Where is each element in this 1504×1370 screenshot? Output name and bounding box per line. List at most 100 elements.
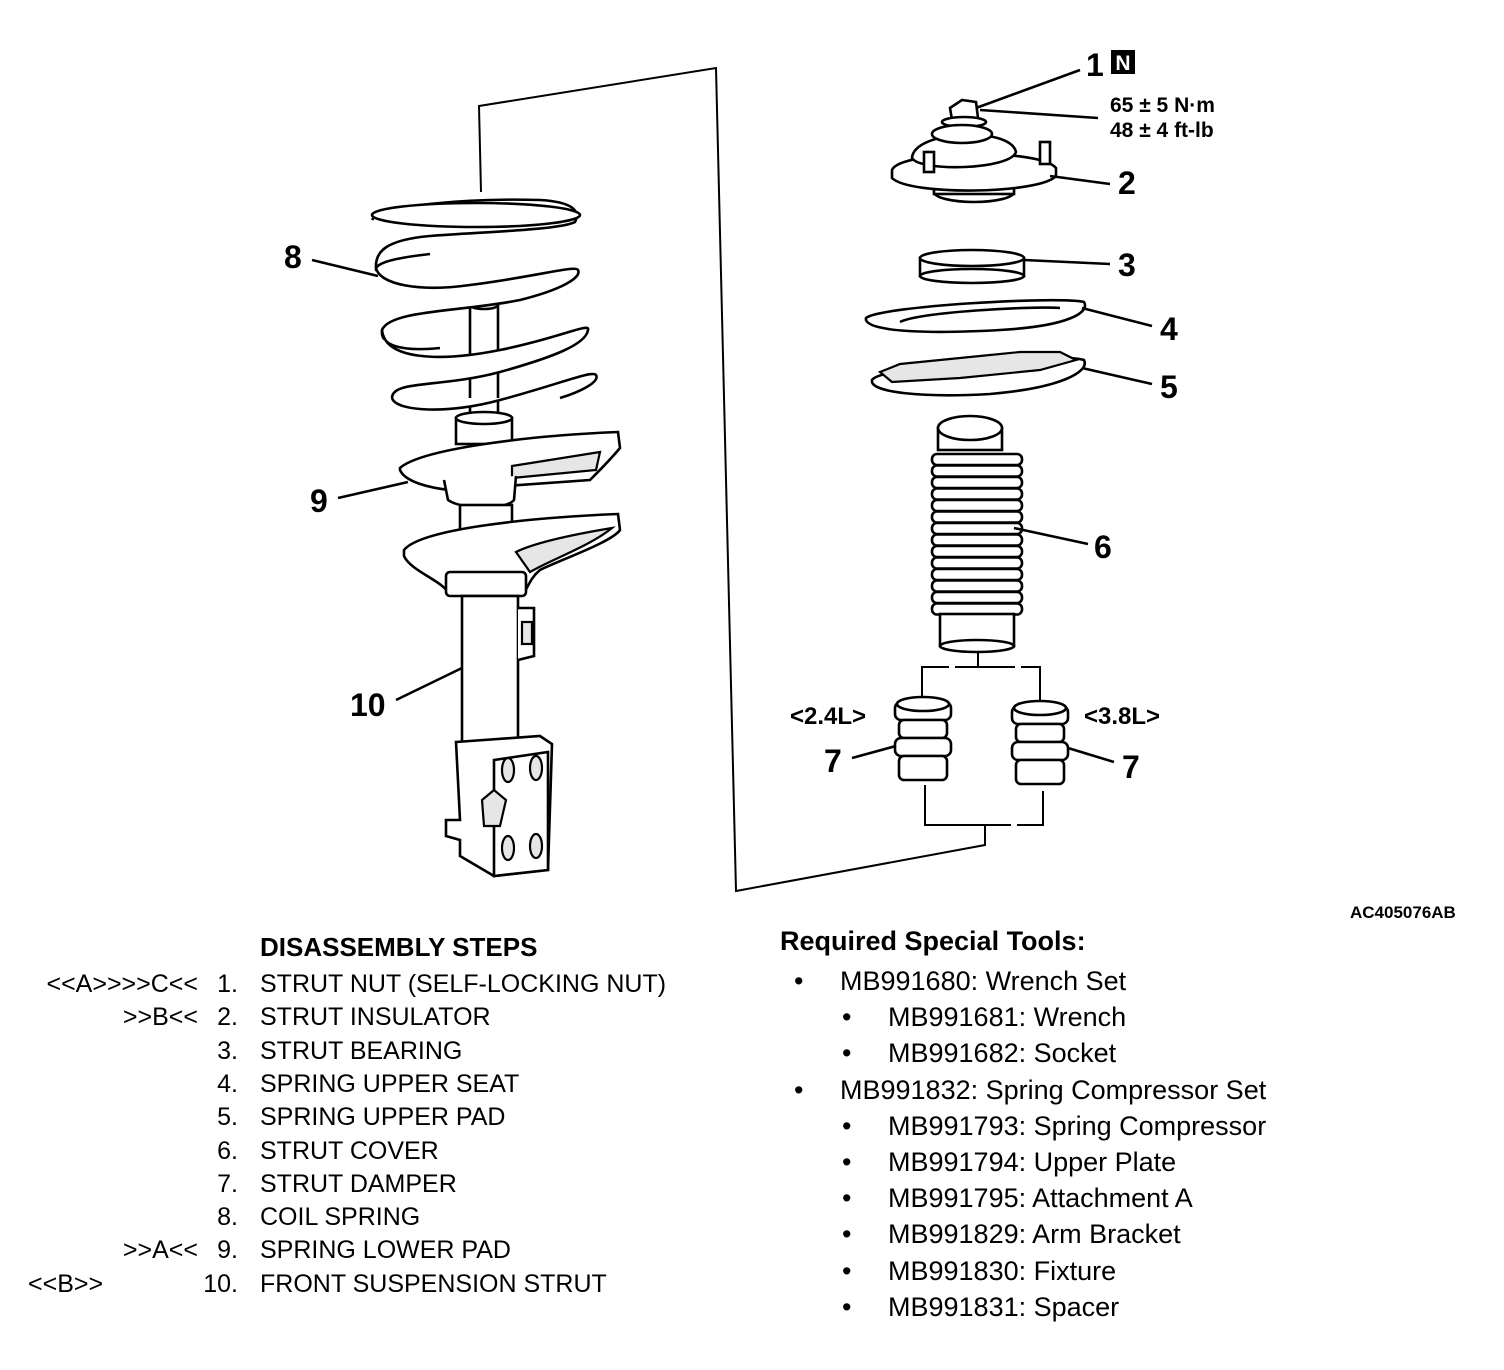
variant-label-3-8l: <3.8L> [1084, 703, 1160, 730]
special-tool-label: MB991832: Spring Compressor Set [840, 1074, 1267, 1105]
step-label: SPRING UPPER SEAT [260, 1069, 520, 1098]
step-number: 10. [203, 1269, 238, 1298]
new-part-badge-letter: N [1115, 52, 1130, 75]
bullet-icon: • [842, 1219, 852, 1250]
special-tool-item: •MB991832: Spring Compressor Set [794, 1075, 1266, 1106]
special-tool-label: MB991831: Spacer [888, 1291, 1120, 1322]
coil-spring [370, 198, 598, 411]
special-tool-item: • MB991795: Attachment A [842, 1183, 1193, 1214]
callout-2: 2 [1118, 165, 1136, 201]
step-label: SPRING UPPER PAD [260, 1103, 506, 1132]
step-label: SPRING LOWER PAD [260, 1236, 511, 1265]
disassembly-steps-title: DISASSEMBLY STEPS [260, 932, 538, 962]
special-tool-item: • MB991830: Fixture [842, 1256, 1116, 1287]
special-tool-item: • MB991831: Spacer [842, 1292, 1119, 1323]
spring-lower-seat [402, 512, 622, 598]
special-tool-label: MB991795: Attachment A [888, 1183, 1193, 1214]
step-service-marker: <<A>>>>C<< [46, 970, 198, 998]
damper-variant-bracket-top [921, 666, 1041, 700]
disassembly-step-row: 6. STRUT COVER [0, 1137, 760, 1170]
special-tool-label: MB991681: Wrench [888, 1002, 1127, 1033]
disassembly-step-row: <<A>>>>C<< 1. STRUT NUT (SELF-LOCKING NUT) [0, 970, 760, 1003]
callout-7-left: 7 [824, 743, 842, 779]
callout-9: 9 [310, 483, 328, 519]
disassembly-step-row: >>B<< 2. STRUT INSULATOR [0, 1003, 760, 1036]
callout-1: 1 [1086, 47, 1104, 83]
bullet-icon: • [794, 966, 804, 996]
spring-upper-seat [864, 298, 1087, 334]
exploded-strut-diagram: 1 N 65 ± 5 N·m 48 ± 4 ft-lb 2 3 4 5 6 7 … [284, 47, 1456, 920]
step-service-marker: >>A<< [122, 1236, 198, 1265]
step-service-marker: <<B>> [28, 1269, 104, 1298]
special-tool-item: • MB991680: Wrench Set [794, 966, 1126, 997]
spring-lower-pad [398, 430, 622, 509]
step-number: 7. [217, 1169, 238, 1198]
callout-5: 5 [1160, 369, 1178, 405]
special-tool-item: • MB991682: Socket [842, 1038, 1116, 1069]
disassembly-step-row: 5. SPRING UPPER PAD [0, 1103, 760, 1136]
special-tool-label: MB991793: Spring Compressor [888, 1110, 1267, 1141]
special-tool-item: • MB991681: Wrench [842, 1002, 1126, 1033]
strut-insulator [890, 123, 1058, 204]
special-tool-label: MB991830: Fixture [888, 1255, 1117, 1286]
front-suspension-strut [444, 594, 554, 878]
disassembly-step-row: >>A<< 9. SPRING LOWER PAD [0, 1236, 760, 1269]
step-label: STRUT DAMPER [260, 1169, 457, 1198]
bullet-icon: • [842, 1291, 852, 1322]
leader-lines [311, 68, 1153, 764]
bullet-icon: • [842, 1255, 852, 1286]
disassembly-step-row: <<B>> 10. FRONT SUSPENSION STRUT [0, 1270, 760, 1303]
special-tool-label: MB991829: Arm Bracket [888, 1219, 1181, 1250]
strut-nut [940, 98, 988, 129]
step-number: 9. [217, 1236, 238, 1265]
disassembly-step-row: 8. COIL SPRING [0, 1203, 760, 1236]
strut-damper-2-4l [893, 695, 953, 782]
damper-variant-bracket-bottom [924, 785, 1044, 826]
torque-metric: 65 ± 5 N·m [1110, 94, 1215, 117]
step-label: STRUT COVER [260, 1136, 439, 1165]
bullet-icon: • [842, 1147, 852, 1177]
step-label: COIL SPRING [260, 1203, 421, 1232]
variant-label-2-4l: <2.4L> [790, 703, 866, 730]
special-tool-item: • MB991829: Arm Bracket [842, 1219, 1181, 1250]
step-label: STRUT NUT (SELF-LOCKING NUT) [260, 970, 667, 998]
special-tool-label: MB991682: Socket [888, 1038, 1117, 1069]
step-label: STRUT INSULATOR [260, 1003, 491, 1032]
callout-6: 6 [1094, 529, 1112, 565]
bullet-icon: • [842, 1002, 852, 1033]
special-tool-label: MB991680: Wrench Set [840, 966, 1127, 996]
step-service-marker: >>B<< [122, 1003, 198, 1032]
new-part-badge: N [1111, 50, 1135, 75]
disassembly-step-row: 7. STRUT DAMPER [0, 1170, 760, 1203]
step-number: 3. [217, 1036, 238, 1065]
torque-imperial: 48 ± 4 ft-lb [1110, 119, 1214, 142]
figure-id: AC405076AB [1350, 903, 1456, 920]
bullet-icon: • [842, 1110, 852, 1141]
strut-bearing [918, 248, 1026, 285]
disassembly-step-row: 4. SPRING UPPER SEAT [0, 1070, 760, 1103]
special-tool-label: MB991794: Upper Plate [888, 1147, 1177, 1177]
strut-damper-3-8l [1010, 699, 1070, 786]
step-label: FRONT SUSPENSION STRUT [260, 1269, 607, 1298]
strut-cover [930, 414, 1024, 654]
special-tools-title: Required Special Tools: [780, 926, 1086, 956]
bullet-icon: • [842, 1183, 852, 1214]
bullet-icon: • [842, 1038, 852, 1069]
callout-3: 3 [1118, 247, 1136, 283]
special-tool-item: • MB991794: Upper Plate [842, 1147, 1176, 1178]
special-tool-item: • MB991793: Spring Compressor [842, 1111, 1266, 1142]
rod-collar [454, 410, 514, 446]
callout-4: 4 [1160, 311, 1178, 347]
step-number: 8. [217, 1203, 238, 1232]
spring-upper-pad [870, 350, 1087, 397]
step-number: 5. [217, 1103, 238, 1132]
step-number: 2. [217, 1003, 238, 1032]
callout-7-right: 7 [1122, 749, 1140, 785]
callout-10: 10 [350, 687, 386, 723]
step-number: 1. [217, 970, 238, 998]
callout-8: 8 [284, 239, 302, 275]
step-number: 4. [217, 1069, 238, 1098]
disassembly-step-row: 3. STRUT BEARING [0, 1037, 760, 1070]
step-number: 6. [217, 1136, 238, 1165]
step-label: STRUT BEARING [260, 1036, 463, 1065]
